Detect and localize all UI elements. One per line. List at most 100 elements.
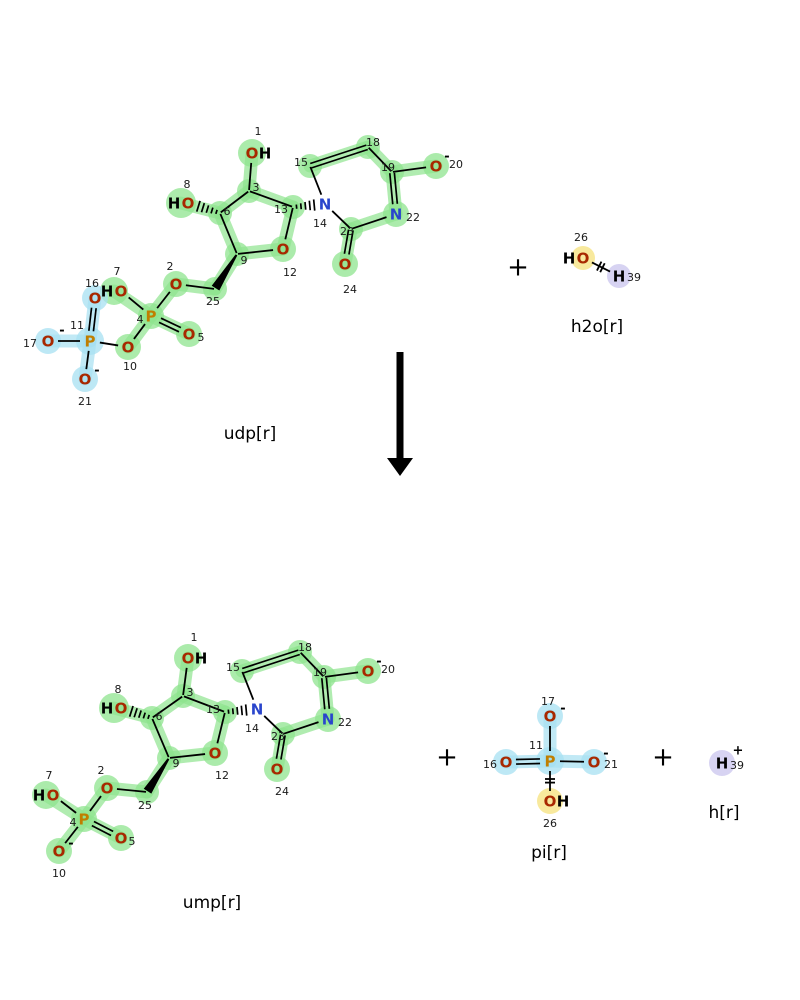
atom-highlight bbox=[607, 264, 631, 288]
atom-symbol: H bbox=[557, 792, 570, 810]
atom-map-number: 5 bbox=[129, 835, 136, 848]
atom-symbol: N bbox=[251, 700, 264, 718]
atom-highlight bbox=[208, 201, 232, 225]
atom-highlight bbox=[238, 139, 266, 167]
atom-map-number: 24 bbox=[275, 785, 289, 798]
hash-bond-stroke bbox=[299, 203, 303, 210]
atom-symbol: O bbox=[277, 240, 290, 258]
atom-highlight bbox=[571, 246, 595, 270]
atom-highlight bbox=[115, 334, 141, 360]
atom-highlight bbox=[140, 706, 164, 730]
atom-symbol: O bbox=[115, 829, 128, 847]
bond bbox=[60, 800, 77, 814]
hash-bond-stroke bbox=[312, 199, 316, 211]
wedge-bond bbox=[143, 758, 170, 794]
hash-bond-stroke bbox=[142, 712, 146, 719]
atom-highlight bbox=[166, 188, 196, 218]
atom-symbol: O bbox=[42, 332, 55, 350]
molecule-label-h2o: h2o[r] bbox=[570, 317, 624, 337]
wedge-bond bbox=[211, 254, 238, 291]
atom-symbol: N bbox=[322, 710, 335, 728]
atom-symbol: O bbox=[271, 760, 284, 778]
atom-symbol: P bbox=[79, 810, 90, 828]
atom-symbol: O bbox=[170, 275, 183, 293]
atom-map-number: 17 bbox=[541, 695, 555, 708]
atom-symbol: O bbox=[362, 662, 375, 680]
bond bbox=[220, 190, 249, 214]
atom-highlight bbox=[72, 366, 98, 392]
atom-symbol: O bbox=[101, 779, 114, 797]
atom-highlight bbox=[94, 775, 120, 801]
atom-symbol: N bbox=[319, 195, 332, 213]
charge-label: - bbox=[68, 837, 73, 852]
atom-highlight bbox=[76, 327, 104, 355]
hash-bond-stroke bbox=[200, 202, 206, 213]
atom-map-number: 21 bbox=[604, 758, 618, 771]
bond bbox=[116, 788, 147, 793]
atom-map-number: 18 bbox=[366, 136, 380, 149]
bond bbox=[309, 166, 323, 196]
atom-symbol: H bbox=[33, 786, 46, 804]
atom-map-number: 4 bbox=[137, 313, 144, 326]
hash-bond-stroke bbox=[215, 209, 218, 215]
atom-map-number: 8 bbox=[115, 683, 122, 696]
atom-symbol: N bbox=[390, 205, 403, 223]
bond bbox=[591, 261, 611, 273]
reaction-arrow-head bbox=[387, 458, 413, 476]
atom-map-number: 7 bbox=[114, 265, 121, 278]
atom-map-number: 25 bbox=[206, 295, 220, 308]
molecule-label-ump: ump[r] bbox=[182, 893, 242, 913]
atom-symbol: H bbox=[613, 267, 626, 285]
atom-map-number: 39 bbox=[627, 271, 641, 284]
atom-highlight bbox=[493, 749, 519, 775]
bond bbox=[368, 147, 392, 172]
atom-symbol: O bbox=[115, 282, 128, 300]
atom-map-number: 3 bbox=[187, 686, 194, 699]
molecule-label-pi: pi[r] bbox=[531, 843, 567, 863]
bond bbox=[185, 284, 215, 290]
atom-map-number: 6 bbox=[156, 710, 163, 723]
charge-label: - bbox=[444, 150, 449, 165]
hash-bond-stroke bbox=[304, 201, 307, 210]
atom-highlight bbox=[536, 747, 564, 775]
bond bbox=[158, 321, 180, 333]
reaction-arrow-shaft bbox=[396, 352, 404, 460]
atom-highlight bbox=[202, 740, 228, 766]
atom-highlight bbox=[138, 303, 164, 329]
atom-map-number: 9 bbox=[173, 757, 180, 770]
atom-map-number: 26 bbox=[543, 817, 557, 830]
atom-symbol: O bbox=[430, 157, 443, 175]
atom-map-number: 13 bbox=[274, 203, 288, 216]
atom-highlight bbox=[298, 154, 322, 178]
hash-bond-stroke bbox=[128, 705, 134, 717]
atom-highlight bbox=[176, 321, 202, 347]
bond bbox=[156, 291, 171, 309]
atom-highlight bbox=[163, 271, 189, 297]
changed-bond-tick bbox=[596, 261, 603, 271]
atom-highlight bbox=[315, 706, 341, 732]
hash-bond-stroke bbox=[195, 200, 201, 212]
atom-highlight bbox=[355, 658, 381, 684]
atom-highlight bbox=[537, 788, 563, 814]
atom-map-number: 14 bbox=[313, 217, 327, 230]
bond bbox=[133, 323, 146, 340]
atom-map-number: 23 bbox=[271, 730, 285, 743]
plus-sign: + bbox=[652, 742, 674, 772]
bond bbox=[85, 350, 90, 370]
atom-map-number: 21 bbox=[78, 395, 92, 408]
atom-symbol: O bbox=[246, 144, 259, 162]
bond bbox=[152, 695, 183, 719]
atom-map-number: 18 bbox=[298, 641, 312, 654]
bond bbox=[183, 695, 225, 713]
atom-highlight bbox=[213, 700, 237, 724]
changed-bond-tick bbox=[599, 262, 606, 273]
hash-bond-stroke bbox=[236, 706, 239, 715]
bond bbox=[219, 213, 238, 254]
atom-highlight bbox=[225, 242, 249, 266]
bond bbox=[88, 307, 93, 331]
atom-symbol: H bbox=[716, 754, 729, 772]
atom-map-number: 11 bbox=[529, 739, 543, 752]
